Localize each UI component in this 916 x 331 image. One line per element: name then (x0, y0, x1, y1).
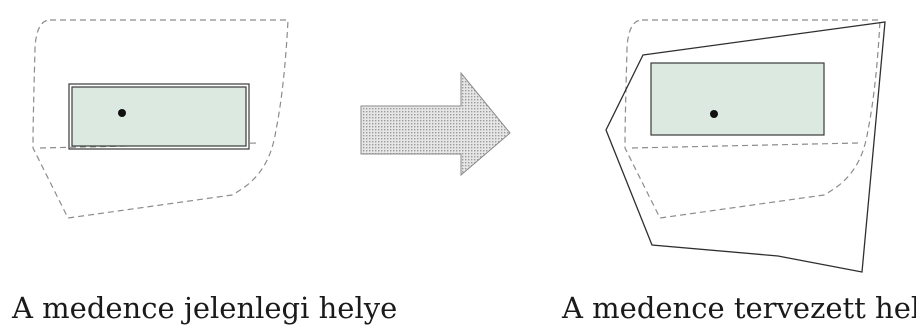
current-pool-outer (68, 83, 250, 150)
planned-pool-center-dot (710, 110, 718, 118)
planned-pool (650, 62, 825, 136)
current-location-caption: A medence jelenlegi helye (11, 291, 397, 325)
planned-plot-boundary (624, 19, 881, 219)
planned-terrace-line (631, 142, 859, 149)
current-plot-boundary (32, 19, 289, 219)
right-arrow-icon (360, 71, 511, 177)
current-site (32, 19, 289, 219)
planned-location-caption: A medence tervezett helye (561, 291, 916, 325)
planned-new-boundary (605, 21, 886, 273)
current-pool (71, 86, 247, 147)
current-pool-center-dot (118, 109, 126, 117)
planned-site (605, 19, 886, 273)
